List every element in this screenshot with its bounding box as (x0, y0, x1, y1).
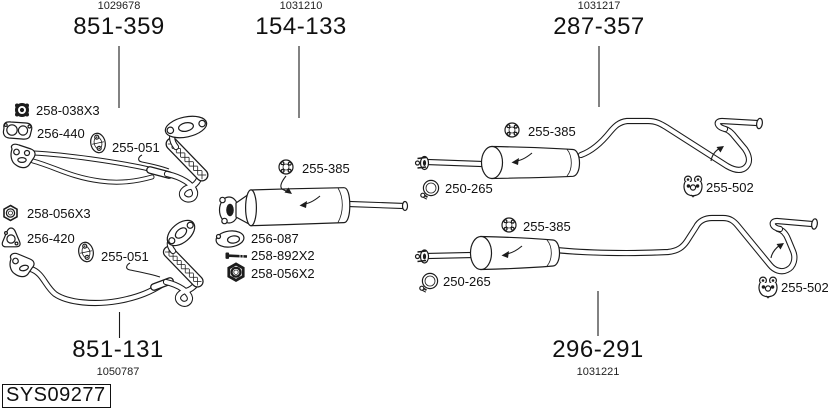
bolt-icon (225, 252, 248, 259)
component-part-number[interactable]: 258-056X3 (27, 206, 91, 221)
mounting-clamp-icon (501, 217, 517, 233)
component-part-number[interactable]: 255-385 (523, 219, 571, 234)
pipe-clamp-icon (88, 131, 108, 155)
component-part-number[interactable]: 255-502 (781, 280, 828, 295)
component-part-number[interactable]: 256-087 (251, 231, 299, 246)
triangular-gasket-icon (1, 227, 21, 248)
front-pipe-bottom-manifold-flange (9, 252, 35, 278)
front-pipe-top-manifold-flange (10, 143, 36, 169)
oe-reference: 1050787 (96, 366, 140, 378)
front-pipe-top-drawing (10, 115, 209, 203)
rear-top-inlet-clamp (414, 155, 430, 171)
band-clamp-icon (418, 272, 439, 294)
header-connector-lines (118, 46, 600, 338)
hex-nut-icon (227, 262, 245, 283)
component-part-number[interactable]: 250-265 (443, 274, 491, 289)
rear-bottom-inlet-clamp (414, 249, 430, 264)
hex-nut-icon (3, 204, 18, 222)
assembly-part-number[interactable]: 851-359 (73, 13, 165, 40)
component-part-number[interactable]: 250-265 (445, 181, 493, 196)
oe-reference: 1031221 (576, 366, 620, 378)
flange-nut-icon (15, 103, 29, 117)
mounting-clamp-icon (278, 159, 294, 175)
component-part-number[interactable]: 255-385 (528, 124, 576, 139)
rear-silencer-bottom-drawing (414, 214, 818, 275)
component-part-number[interactable]: 256-440 (37, 126, 85, 141)
component-part-number[interactable]: 258-892X2 (251, 248, 315, 263)
assembly-header-front-pipe-bottom: 851-131 1050787 (33, 336, 203, 379)
leader-lines (126, 146, 784, 278)
mounting-clamp-icon (504, 122, 520, 138)
twin-hole-gasket-icon (2, 121, 33, 140)
oval-gasket-icon (215, 230, 245, 248)
oe-reference: 1031217 (577, 0, 621, 12)
component-part-number[interactable]: 258-038X3 (36, 103, 100, 118)
component-part-number[interactable]: 258-056X2 (251, 266, 315, 281)
assembly-part-number[interactable]: 851-131 (72, 336, 164, 363)
assembly-header-rear-silencer-bottom: 296-291 1031221 (513, 336, 683, 379)
component-part-number[interactable]: 255-385 (302, 161, 350, 176)
component-part-number[interactable]: 255-502 (706, 180, 754, 195)
component-part-number[interactable]: 255-051 (112, 140, 160, 155)
front-pipe-bottom-flange (166, 219, 196, 247)
assembly-header-center-silencer: 1031210 154-133 (216, 0, 386, 40)
assembly-header-rear-silencer-top: 1031217 287-357 (514, 0, 684, 40)
drawing-code-box: SYS09277 (2, 384, 111, 408)
assembly-part-number[interactable]: 296-291 (552, 336, 644, 363)
assembly-part-number[interactable]: 287-357 (553, 13, 645, 40)
oe-reference: 1031210 (279, 0, 323, 12)
assembly-header-front-pipe-top: 1029678 851-359 (34, 0, 204, 40)
rubber-hanger-icon (758, 276, 778, 299)
assembly-part-number[interactable]: 154-133 (255, 13, 347, 40)
rear-silencer-top-drawing (414, 117, 763, 180)
rubber-hanger-icon (683, 175, 703, 198)
front-pipe-top-flange (164, 115, 208, 139)
component-part-number[interactable]: 255-051 (101, 249, 149, 264)
oe-reference: 1029678 (97, 0, 141, 12)
center-silencer-drawing (218, 187, 409, 227)
band-clamp-icon (419, 179, 440, 200)
pipe-clamp-icon (76, 240, 96, 264)
front-pipe-bottom-drawing (9, 219, 201, 307)
component-part-number[interactable]: 256-420 (27, 231, 75, 246)
